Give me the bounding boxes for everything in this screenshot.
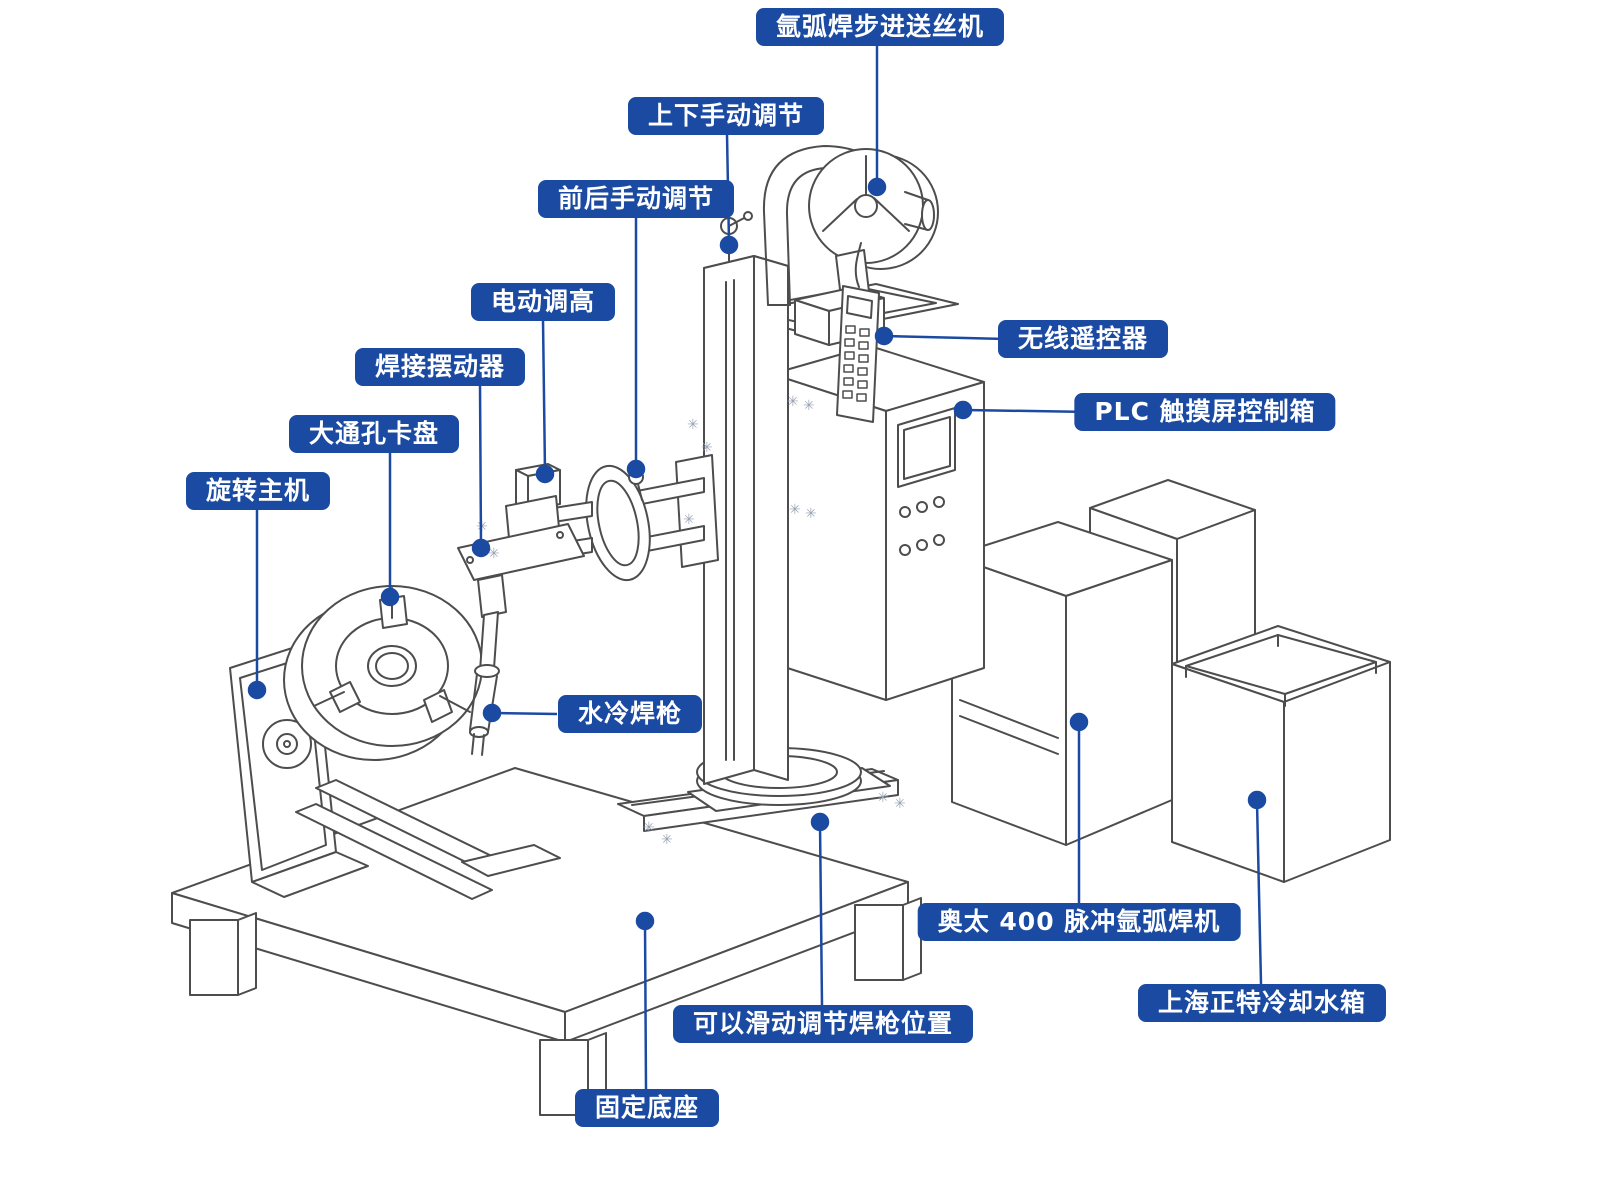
label-wire-feeder: 氩弧焊步进送丝机 (755, 8, 1005, 46)
leader-dot-manual-frontback (626, 459, 646, 479)
leader-slide-adjust (818, 823, 824, 1006)
svg-text:✳: ✳ (894, 796, 906, 812)
label-chuck: 大通孔卡盘 (288, 415, 460, 453)
plc-control-cabinet (771, 345, 985, 701)
label-manual-updown: 上下手动调节 (627, 97, 825, 135)
label-plc-box: PLC 触摸屏控制箱 (1074, 393, 1336, 431)
label-electric-height: 电动调高 (470, 283, 616, 321)
leader-dot-wireless-remote (874, 326, 894, 346)
leader-dot-plc-box (953, 400, 973, 420)
label-slide-adjust: 可以滑动调节焊枪位置 (672, 1005, 974, 1043)
svg-text:✳: ✳ (877, 790, 889, 806)
svg-text:✳: ✳ (805, 506, 817, 522)
leader-cooling-tank (1255, 801, 1263, 985)
leader-dot-slide-adjust (810, 812, 830, 832)
remote-pendant (836, 242, 880, 423)
label-water-torch: 水冷焊枪 (557, 695, 703, 733)
vertical-column (703, 211, 789, 785)
svg-text:✳: ✳ (687, 417, 699, 433)
label-fixed-base: 固定底座 (574, 1089, 720, 1127)
leader-lines (247, 46, 1267, 1090)
leader-electric-height (541, 319, 547, 473)
label-cooling-tank: 上海正特冷却水箱 (1137, 984, 1387, 1022)
svg-text:✳: ✳ (643, 820, 655, 836)
cooling-water-tank (1171, 625, 1391, 883)
welding-torch (469, 574, 507, 756)
label-welder: 奥太 400 脉冲氩弧焊机 (917, 903, 1241, 941)
svg-text:✳: ✳ (661, 832, 673, 848)
machine-line-art: ✳✳ ✳✳ ✳✳ ✳✳ ✳✳ ✳✳ ✳ (171, 145, 1391, 1116)
label-wireless-remote: 无线遥控器 (997, 320, 1169, 358)
leader-dot-chuck (380, 587, 400, 607)
svg-text:✳: ✳ (789, 502, 801, 518)
leader-dot-electric-height (535, 464, 555, 484)
leader-dot-welder (1069, 712, 1089, 732)
label-oscillator: 焊接摆动器 (354, 348, 526, 386)
chuck-disc (283, 585, 483, 761)
label-manual-frontback: 前后手动调节 (537, 180, 735, 218)
leader-dot-fixed-base (635, 911, 655, 931)
leader-dot-manual-updown (719, 235, 739, 255)
leader-dot-cooling-tank (1247, 790, 1267, 810)
leader-wireless-remote (885, 334, 1007, 341)
svg-text:✳: ✳ (803, 398, 815, 414)
svg-text:✳: ✳ (683, 512, 695, 528)
leader-fixed-base (643, 922, 648, 1090)
svg-text:✳: ✳ (787, 394, 799, 410)
svg-text:✳: ✳ (488, 546, 500, 562)
leader-dot-water-torch (482, 703, 502, 723)
leader-dot-oscillator (471, 538, 491, 558)
leader-plc-box (964, 408, 1092, 414)
leader-oscillator (478, 384, 483, 547)
leader-dot-wire-feeder (867, 177, 887, 197)
cross-slide-arm (527, 454, 719, 582)
label-rotary-host: 旋转主机 (185, 472, 331, 510)
leader-dot-rotary-host (247, 680, 267, 700)
svg-text:✳: ✳ (701, 440, 713, 456)
leader-water-torch (493, 711, 558, 716)
